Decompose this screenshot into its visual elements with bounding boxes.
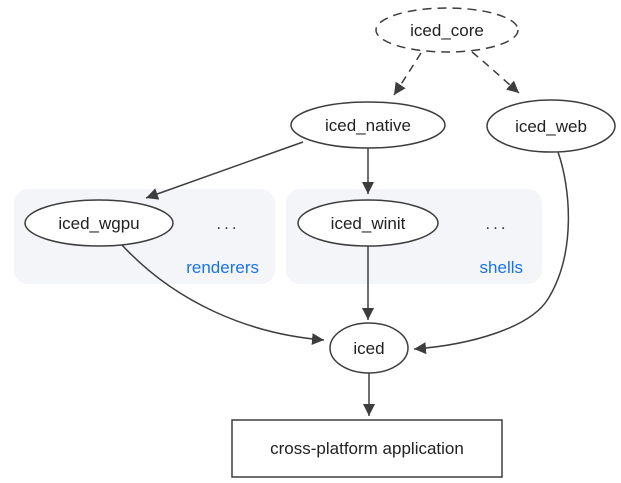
iced_winit-label: iced_winit: [331, 214, 406, 233]
iced_native-label: iced_native: [325, 116, 411, 135]
node-iced_web: iced_web: [486, 99, 616, 153]
iced-label: iced: [353, 339, 384, 358]
node-cross-platform-application: cross-platform application: [231, 419, 503, 478]
renderers-group-label: renderers: [186, 258, 259, 277]
edge-iced_wgpu-iced: [121, 244, 325, 346]
node-iced: iced: [329, 322, 409, 374]
node-iced_native: iced_native: [290, 101, 446, 149]
node-iced_core: iced_core: [375, 7, 519, 53]
iced_native-ellipse: [290, 101, 446, 149]
iced_wgpu-ellipse: [24, 199, 174, 247]
node-iced_winit: iced_winit: [297, 199, 439, 247]
edge-iced_web-iced: [413, 151, 570, 355]
iced_core-ellipse: [375, 7, 519, 53]
app-label: cross-platform application: [270, 439, 464, 458]
iced_core-label: iced_core: [410, 21, 484, 40]
iced_web-label: iced_web: [515, 117, 587, 136]
app-rect: [231, 419, 503, 478]
iced_winit-ellipse: [297, 199, 439, 247]
edge-iced_core-iced_web: [471, 51, 520, 94]
renderers-ellipsis: ...: [216, 214, 239, 233]
iced_web-ellipse: [486, 99, 616, 153]
iced_wgpu-label: iced_wgpu: [58, 214, 139, 233]
iced-ellipse: [329, 322, 409, 374]
edge-iced_core-iced_native: [393, 52, 422, 96]
node-iced_wgpu: iced_wgpu: [24, 199, 174, 247]
shells-ellipsis: ...: [485, 214, 508, 233]
shells-group-label: shells: [480, 258, 523, 277]
edge-iced_native-iced_wgpu: [145, 141, 304, 200]
